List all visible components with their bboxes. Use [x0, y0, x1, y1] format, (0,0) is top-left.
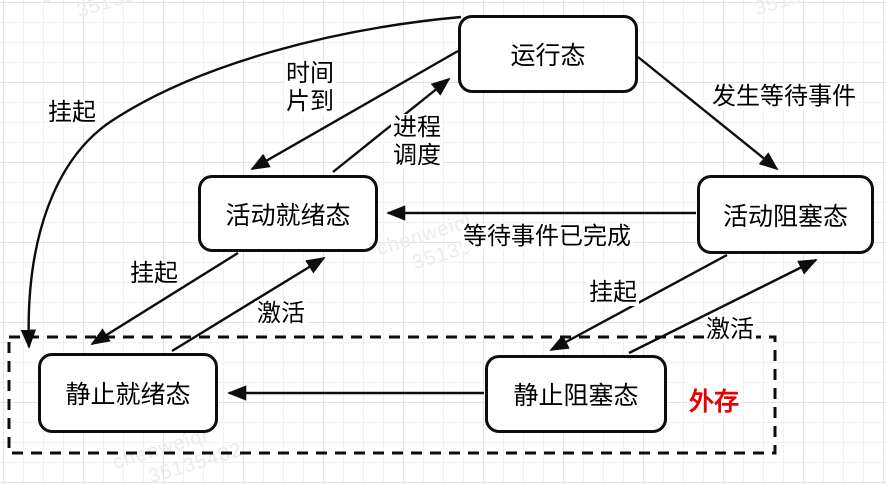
- state-node-running: 运行态: [458, 15, 638, 93]
- state-node-label: 活动阻塞态: [722, 202, 848, 231]
- edge-label-suspend-top: 挂起: [46, 99, 98, 127]
- edge-label-activate-right: 激活: [704, 316, 756, 344]
- edge-running-to-active-ready: [250, 49, 459, 171]
- state-node-static-blocked: 静止阻塞态: [485, 355, 667, 433]
- external-memory-label: 外存: [687, 382, 742, 418]
- state-node-label: 静止就绪态: [65, 381, 191, 409]
- state-node-static-ready: 静止就绪态: [38, 353, 218, 433]
- edge-label-wait-event: 发生等待事件: [710, 83, 858, 111]
- external-memory-region-border: [7, 335, 777, 455]
- edge-label-line: 片到: [286, 87, 334, 115]
- edge-label-dispatch: 进程 调度: [391, 114, 443, 170]
- state-node-label: 运行态: [510, 42, 586, 70]
- edge-label-time-slice: 时间 片到: [284, 60, 336, 116]
- state-node-active-blocked: 活动阻塞态: [697, 175, 874, 254]
- edge-static-blocked-to-active-blocked: [628, 258, 818, 355]
- state-node-active-ready: 活动就绪态: [198, 175, 378, 252]
- edge-label-activate-left: 激活: [255, 300, 307, 328]
- edge-label-line: 进程: [393, 114, 441, 141]
- edge-running-to-active-blocked: [637, 56, 779, 171]
- edge-label-suspend-left: 挂起: [128, 260, 180, 288]
- edge-label-line: 调度: [393, 141, 441, 169]
- state-node-label: 活动就绪态: [225, 201, 351, 230]
- edge-static-ready-to-active-ready: [171, 256, 326, 353]
- edge-label-suspend-right: 挂起: [587, 279, 639, 307]
- edge-active-blocked-to-static-blocked: [549, 253, 728, 352]
- edge-label-wait-done: 等待事件已完成: [461, 223, 633, 251]
- edge-label-line: 时间: [286, 60, 334, 87]
- edge-running-to-static-ready: [20, 15, 462, 349]
- edge-active-ready-to-static-ready: [90, 251, 239, 346]
- state-node-label: 静止阻塞态: [513, 382, 639, 410]
